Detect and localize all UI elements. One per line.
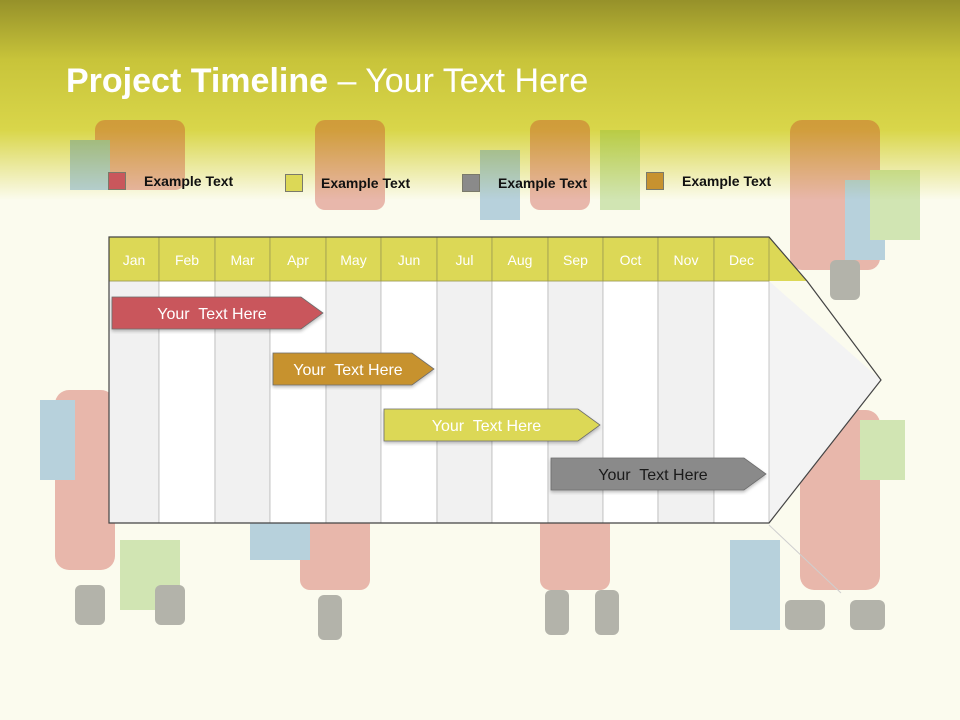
month-header-apr (269, 236, 327, 282)
month-header-jul (436, 236, 493, 282)
month-column-aug (491, 280, 549, 524)
month-header-dec (713, 236, 770, 282)
task-bar-shape-4[interactable] (550, 457, 767, 491)
legend-item-1: Example Text (108, 170, 233, 192)
legend-item-3: Example Text (462, 172, 587, 194)
month-header-mar (214, 236, 271, 282)
month-header-jan (108, 236, 160, 282)
legend-label-3: Example Text (498, 175, 588, 191)
legend-label-2: Example Text (321, 175, 411, 191)
task-bar-shape-2[interactable] (272, 352, 435, 386)
legend-swatch-1 (108, 172, 126, 190)
task-bar-4[interactable]: Your Text Here (550, 457, 767, 491)
title-rest-part: – Your Text Here (328, 62, 589, 100)
legend-item-2: Example Text (285, 172, 410, 194)
task-bar-3[interactable]: Your Text Here (383, 408, 601, 442)
background-santa-figures (40, 120, 920, 640)
legend-swatch-4 (646, 172, 664, 190)
month-label-jul: Jul (456, 252, 474, 268)
month-column-jul (436, 280, 493, 524)
task-bar-label-4: Your Text Here (598, 467, 708, 484)
month-column-jun (380, 280, 438, 524)
task-bar-shape-3[interactable] (383, 408, 601, 442)
month-label-dec: Dec (729, 252, 754, 268)
title-bold-part: Project Timeline (66, 62, 329, 100)
month-header-feb (158, 236, 216, 282)
timeline-reflection (768, 524, 842, 594)
month-label-jun: Jun (398, 252, 421, 268)
month-label-jan: Jan (123, 252, 146, 268)
legend-item-4: Example Text (646, 170, 771, 192)
task-bar-label-1: Your Text Here (157, 306, 267, 323)
month-label-may: May (340, 252, 366, 268)
header-band (0, 0, 960, 200)
month-header-oct (602, 236, 659, 282)
task-bar-label-3: Your Text Here (432, 418, 542, 435)
month-label-aug: Aug (508, 252, 533, 268)
task-bar-2[interactable]: Your Text Here (272, 352, 435, 386)
month-label-nov: Nov (674, 252, 699, 268)
month-label-oct: Oct (620, 252, 642, 268)
page-title: Project Timeline – Your Text Here (66, 58, 588, 104)
timeline-arrow-outline (108, 236, 882, 524)
task-bar-label-2: Your Text Here (293, 362, 403, 379)
legend-label-4: Example Text (682, 173, 772, 189)
month-label-apr: Apr (287, 252, 309, 268)
month-column-may (325, 280, 382, 524)
month-label-mar: Mar (230, 252, 254, 268)
legend-swatch-2 (285, 174, 303, 192)
month-label-feb: Feb (175, 252, 199, 268)
task-bar-1[interactable]: Your Text Here (111, 296, 324, 330)
month-label-sep: Sep (563, 252, 588, 268)
legend-label-1: Example Text (144, 173, 234, 189)
legend-swatch-3 (462, 174, 480, 192)
task-bar-shape-1[interactable] (111, 296, 324, 330)
